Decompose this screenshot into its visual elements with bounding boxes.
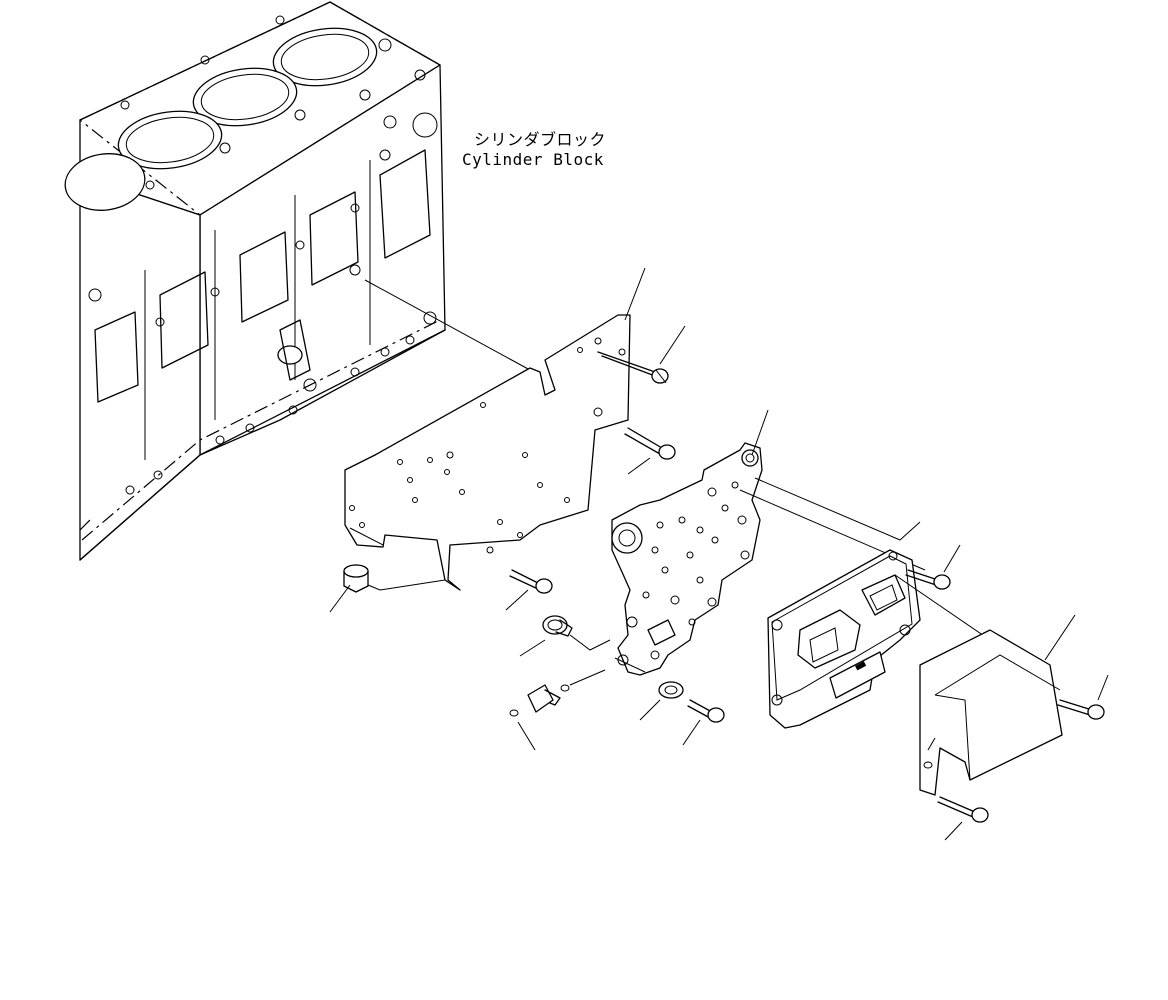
bolt-group-plate xyxy=(505,325,686,611)
ecm-bracket xyxy=(611,409,926,676)
cylinder-block xyxy=(64,1,446,561)
cylinder-block-label-en: Cylinder Block xyxy=(462,150,604,169)
fittings xyxy=(509,615,725,751)
spacer-collar xyxy=(329,564,446,613)
mounting-plate xyxy=(344,314,631,591)
bolt-ecm xyxy=(905,544,961,590)
ecm-cover xyxy=(919,614,1076,796)
cylinder-block-label-jp: シリンダブロック xyxy=(474,130,607,149)
bolt-group-cover xyxy=(937,674,1109,841)
ecm-controller xyxy=(767,521,991,729)
